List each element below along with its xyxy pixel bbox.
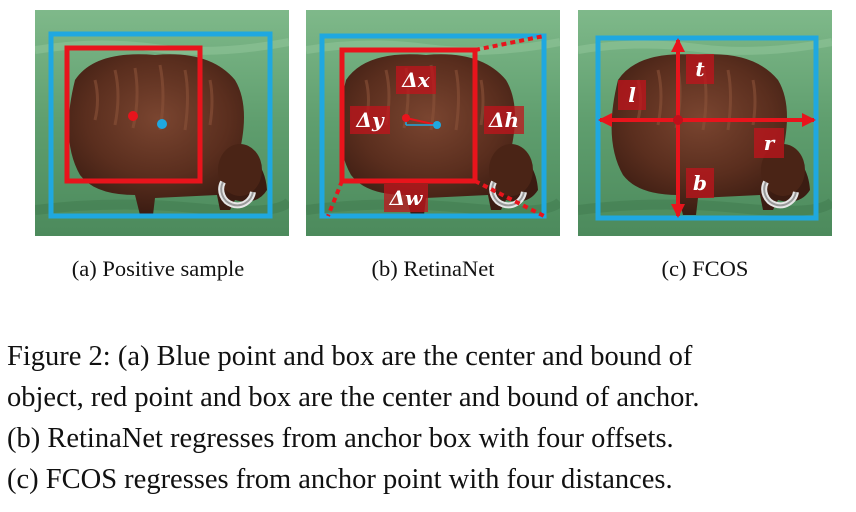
- arrowhead-top: [671, 38, 685, 52]
- arrowhead-bottom: [671, 204, 685, 218]
- label-dw: Δw: [384, 184, 428, 212]
- svg-text:Δw: Δw: [389, 186, 424, 210]
- arrowhead-right: [802, 113, 816, 127]
- anchor-box: [339, 47, 478, 184]
- svg-text:t: t: [695, 57, 705, 81]
- object-center-point: [433, 121, 441, 129]
- label-l: l: [618, 80, 646, 110]
- panel-a-svg: [35, 10, 289, 236]
- center-offset-line: [405, 117, 438, 126]
- figure-caption: Figure 2: (a) Blue point and box are the…: [7, 336, 853, 500]
- anchor-center-point: [402, 114, 410, 122]
- arrowhead-left: [598, 113, 612, 127]
- anchor-point: [673, 115, 683, 125]
- figure-caption-line-4: (c) FCOS regresses from anchor point wit…: [7, 464, 673, 495]
- label-dy: Δy: [350, 106, 390, 134]
- offset-line-top: [474, 34, 545, 52]
- panel-c-svg: t l r b: [578, 10, 832, 236]
- caption-b: (b) RetinaNet: [371, 256, 495, 281]
- svg-text:b: b: [693, 171, 707, 195]
- figure-caption-line-3: (b) RetinaNet regresses from anchor box …: [7, 423, 674, 454]
- panel-b-image: Δx Δy Δh Δw: [306, 10, 560, 236]
- figure-caption-line-1: Figure 2: (a) Blue point and box are the…: [7, 341, 693, 372]
- panel-b-svg: Δx Δy Δh Δw: [306, 10, 560, 236]
- object-box: [595, 35, 819, 221]
- label-r: r: [754, 128, 784, 158]
- object-center-point: [157, 119, 167, 129]
- offset-line-right: [474, 179, 545, 218]
- svg-text:Δh: Δh: [488, 108, 519, 132]
- label-t: t: [686, 54, 714, 84]
- anchor-center-point: [128, 111, 138, 121]
- svg-text:r: r: [764, 131, 776, 155]
- svg-text:l: l: [628, 83, 636, 107]
- caption-a: (a) Positive sample: [71, 256, 245, 281]
- svg-text:Δy: Δy: [355, 108, 385, 132]
- object-box: [319, 33, 547, 219]
- caption-c: (c) FCOS: [661, 256, 749, 281]
- anchor-box: [64, 45, 203, 184]
- offset-line-left: [326, 180, 344, 217]
- label-b: b: [686, 168, 714, 198]
- svg-text:Δx: Δx: [401, 68, 431, 92]
- label-dh: Δh: [484, 106, 524, 134]
- panel-a-image: [35, 10, 289, 236]
- label-dx: Δx: [396, 66, 436, 94]
- panel-c-image: t l r b: [578, 10, 832, 236]
- object-box: [48, 31, 273, 219]
- figure-caption-line-2: object, red point and box are the center…: [7, 382, 700, 413]
